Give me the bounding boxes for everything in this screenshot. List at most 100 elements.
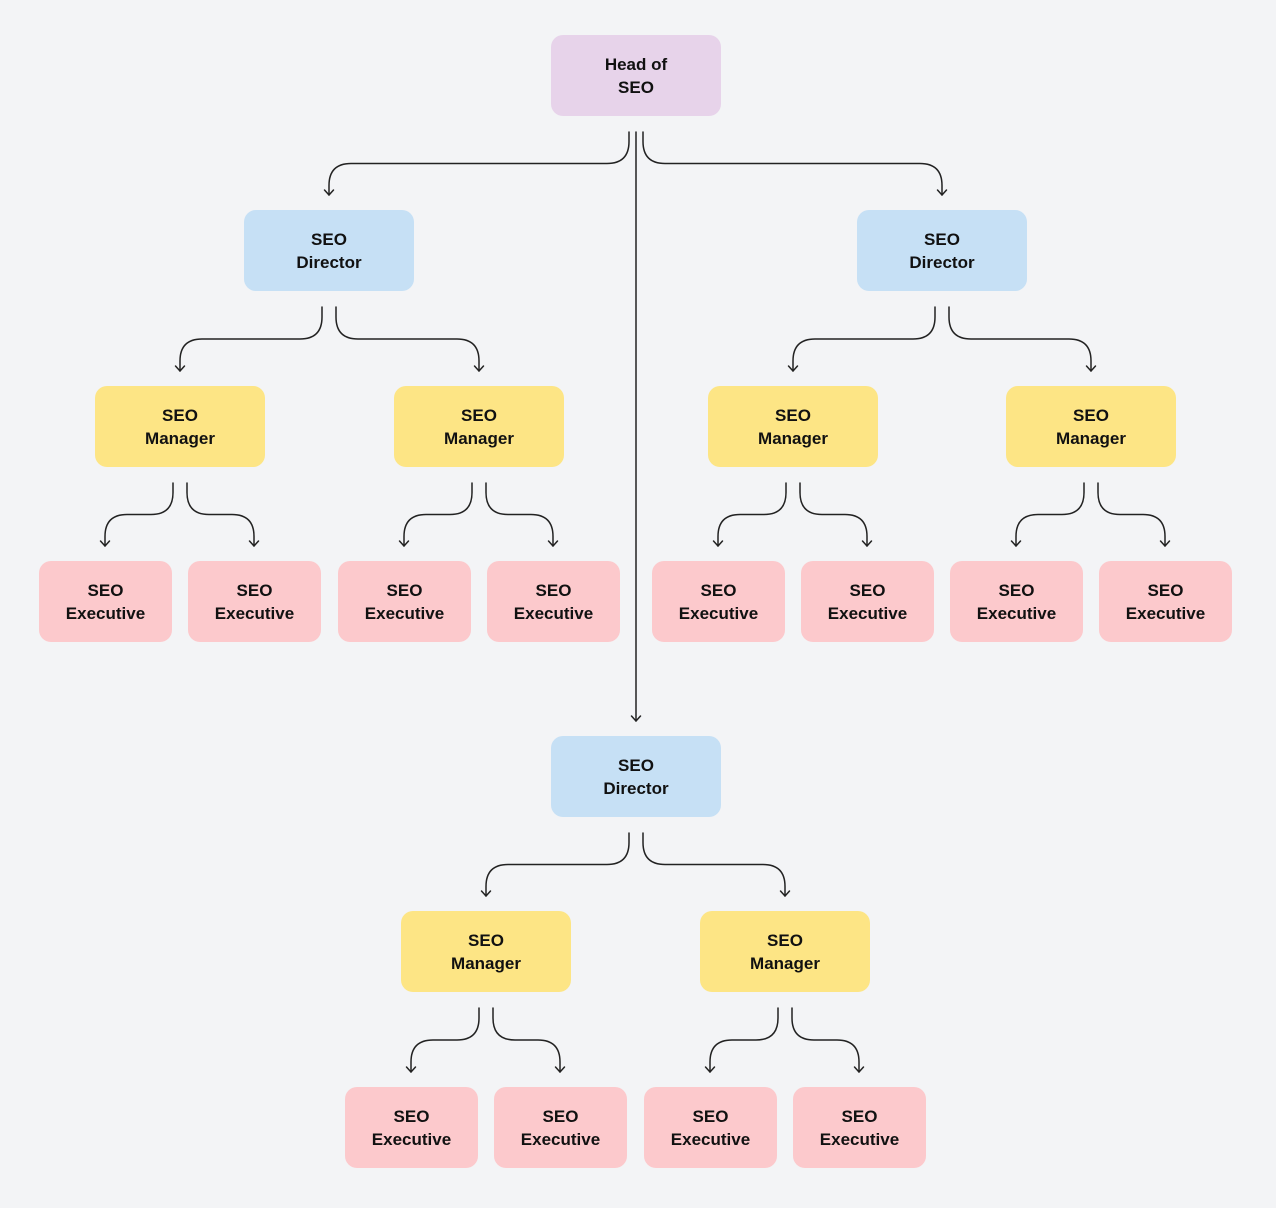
seo-manager-node: SEO Manager [394, 386, 564, 467]
connector-arrowhead [405, 1066, 417, 1073]
seo-executive-node: SEO Executive [801, 561, 934, 642]
seo-manager-node: SEO Manager [95, 386, 265, 467]
node-label-line1: SEO [535, 580, 572, 600]
node-label-line1: SEO [924, 229, 960, 249]
connector-line [104, 482, 174, 547]
node-label-line1: SEO [461, 405, 497, 425]
node-label-line1: SEO [767, 930, 803, 950]
node-label-line2: Executive [513, 603, 594, 623]
node-label-line1: SEO [468, 930, 504, 950]
seo-executive-node: SEO Executive [188, 561, 321, 642]
seo-director-node-left: SEO Director [244, 210, 414, 291]
seo-manager-node: SEO Manager [1006, 386, 1176, 467]
seo-executive-node: SEO Executive [487, 561, 620, 642]
node-label-line2: Executive [1125, 603, 1206, 623]
node-label-line1: SEO [311, 229, 347, 249]
connector-arrowhead [480, 890, 492, 897]
node-label-line2: Executive [827, 603, 908, 623]
connector-arrowhead [630, 715, 642, 722]
seo-executive-node: SEO Executive [1099, 561, 1232, 642]
node-label-line1: SEO [998, 580, 1035, 600]
node-label-line2: Manager [750, 953, 820, 973]
node-label-line2: Executive [819, 1129, 900, 1149]
connector-arrowhead [547, 540, 559, 547]
node-label-line1: SEO [775, 405, 811, 425]
connector-line [1097, 482, 1166, 547]
node-label-line1: SEO [1073, 405, 1109, 425]
connector-line [642, 131, 943, 196]
node-label-line1: SEO [542, 1106, 579, 1126]
node-label-line1: SEO [236, 580, 273, 600]
node-label-line2: Executive [364, 603, 445, 623]
node-label-line2: Executive [65, 603, 146, 623]
connector-line [403, 482, 473, 547]
connector-arrowhead [1010, 540, 1022, 547]
connector-arrowhead [1159, 540, 1171, 547]
seo-executive-node: SEO Executive [39, 561, 172, 642]
node-label-line2: Executive [670, 1129, 751, 1149]
connector-arrowhead [99, 540, 111, 547]
connector-line [328, 131, 630, 196]
connector-arrowhead [1085, 365, 1097, 372]
node-label-line1: SEO [87, 580, 124, 600]
seo-executive-node: SEO Executive [793, 1087, 926, 1168]
connector-line [1015, 482, 1085, 547]
connector-line [186, 482, 255, 547]
seo-executive-node: SEO Executive [338, 561, 471, 642]
connector-arrowhead [853, 1066, 865, 1073]
seo-executive-node: SEO Executive [345, 1087, 478, 1168]
seo-executive-node: SEO Executive [494, 1087, 627, 1168]
connector-line [179, 306, 323, 372]
seo-manager-node: SEO Manager [700, 911, 870, 992]
head-of-seo-node: Head of SEO [551, 35, 721, 116]
node-label-line2: Executive [214, 603, 295, 623]
node-label-line1: SEO [692, 1106, 729, 1126]
connector-arrowhead [174, 365, 186, 372]
node-label-line2: Director [603, 778, 669, 798]
node-label-line1: Head of [604, 54, 668, 74]
connector-line [791, 1007, 860, 1073]
connector-arrowhead [779, 890, 791, 897]
connector-line [709, 1007, 779, 1073]
connector-line [799, 482, 868, 547]
connector-arrowhead [704, 1066, 716, 1073]
connector-line [948, 306, 1092, 372]
seo-executive-node: SEO Executive [644, 1087, 777, 1168]
node-label-line2: Manager [758, 428, 828, 448]
seo-executive-node: SEO Executive [950, 561, 1083, 642]
node-label-line1: SEO [386, 580, 423, 600]
node-label-line2: SEO [618, 77, 654, 97]
connector-arrowhead [554, 1066, 566, 1073]
connector-line [485, 832, 630, 897]
connector-line [717, 482, 787, 547]
node-label-line1: SEO [849, 580, 886, 600]
node-label-line1: SEO [700, 580, 737, 600]
node-label-line2: Executive [976, 603, 1057, 623]
node-label-line2: Executive [371, 1129, 452, 1149]
node-label-line2: Manager [1056, 428, 1126, 448]
connector-line [792, 306, 936, 372]
connector-line [642, 832, 786, 897]
node-label-line1: SEO [162, 405, 198, 425]
connector-line [492, 1007, 561, 1073]
node-label-line2: Director [909, 252, 975, 272]
connector-arrowhead [712, 540, 724, 547]
connector-arrowhead [323, 189, 335, 196]
node-label-line1: SEO [841, 1106, 878, 1126]
connector-arrowhead [861, 540, 873, 547]
node-label-line2: Director [296, 252, 362, 272]
connector-line [485, 482, 554, 547]
node-label-line1: SEO [618, 755, 654, 775]
node-label-line2: Manager [145, 428, 215, 448]
node-label-line2: Manager [451, 953, 521, 973]
seo-director-node-right: SEO Director [857, 210, 1027, 291]
seo-manager-node: SEO Manager [401, 911, 571, 992]
connector-arrowhead [936, 189, 948, 196]
node-label-line1: SEO [393, 1106, 430, 1126]
connector-arrowhead [787, 365, 799, 372]
node-label-line2: Manager [444, 428, 514, 448]
node-label-line1: SEO [1147, 580, 1184, 600]
connector-line [335, 306, 480, 372]
seo-director-node-bottom: SEO Director [551, 736, 721, 817]
